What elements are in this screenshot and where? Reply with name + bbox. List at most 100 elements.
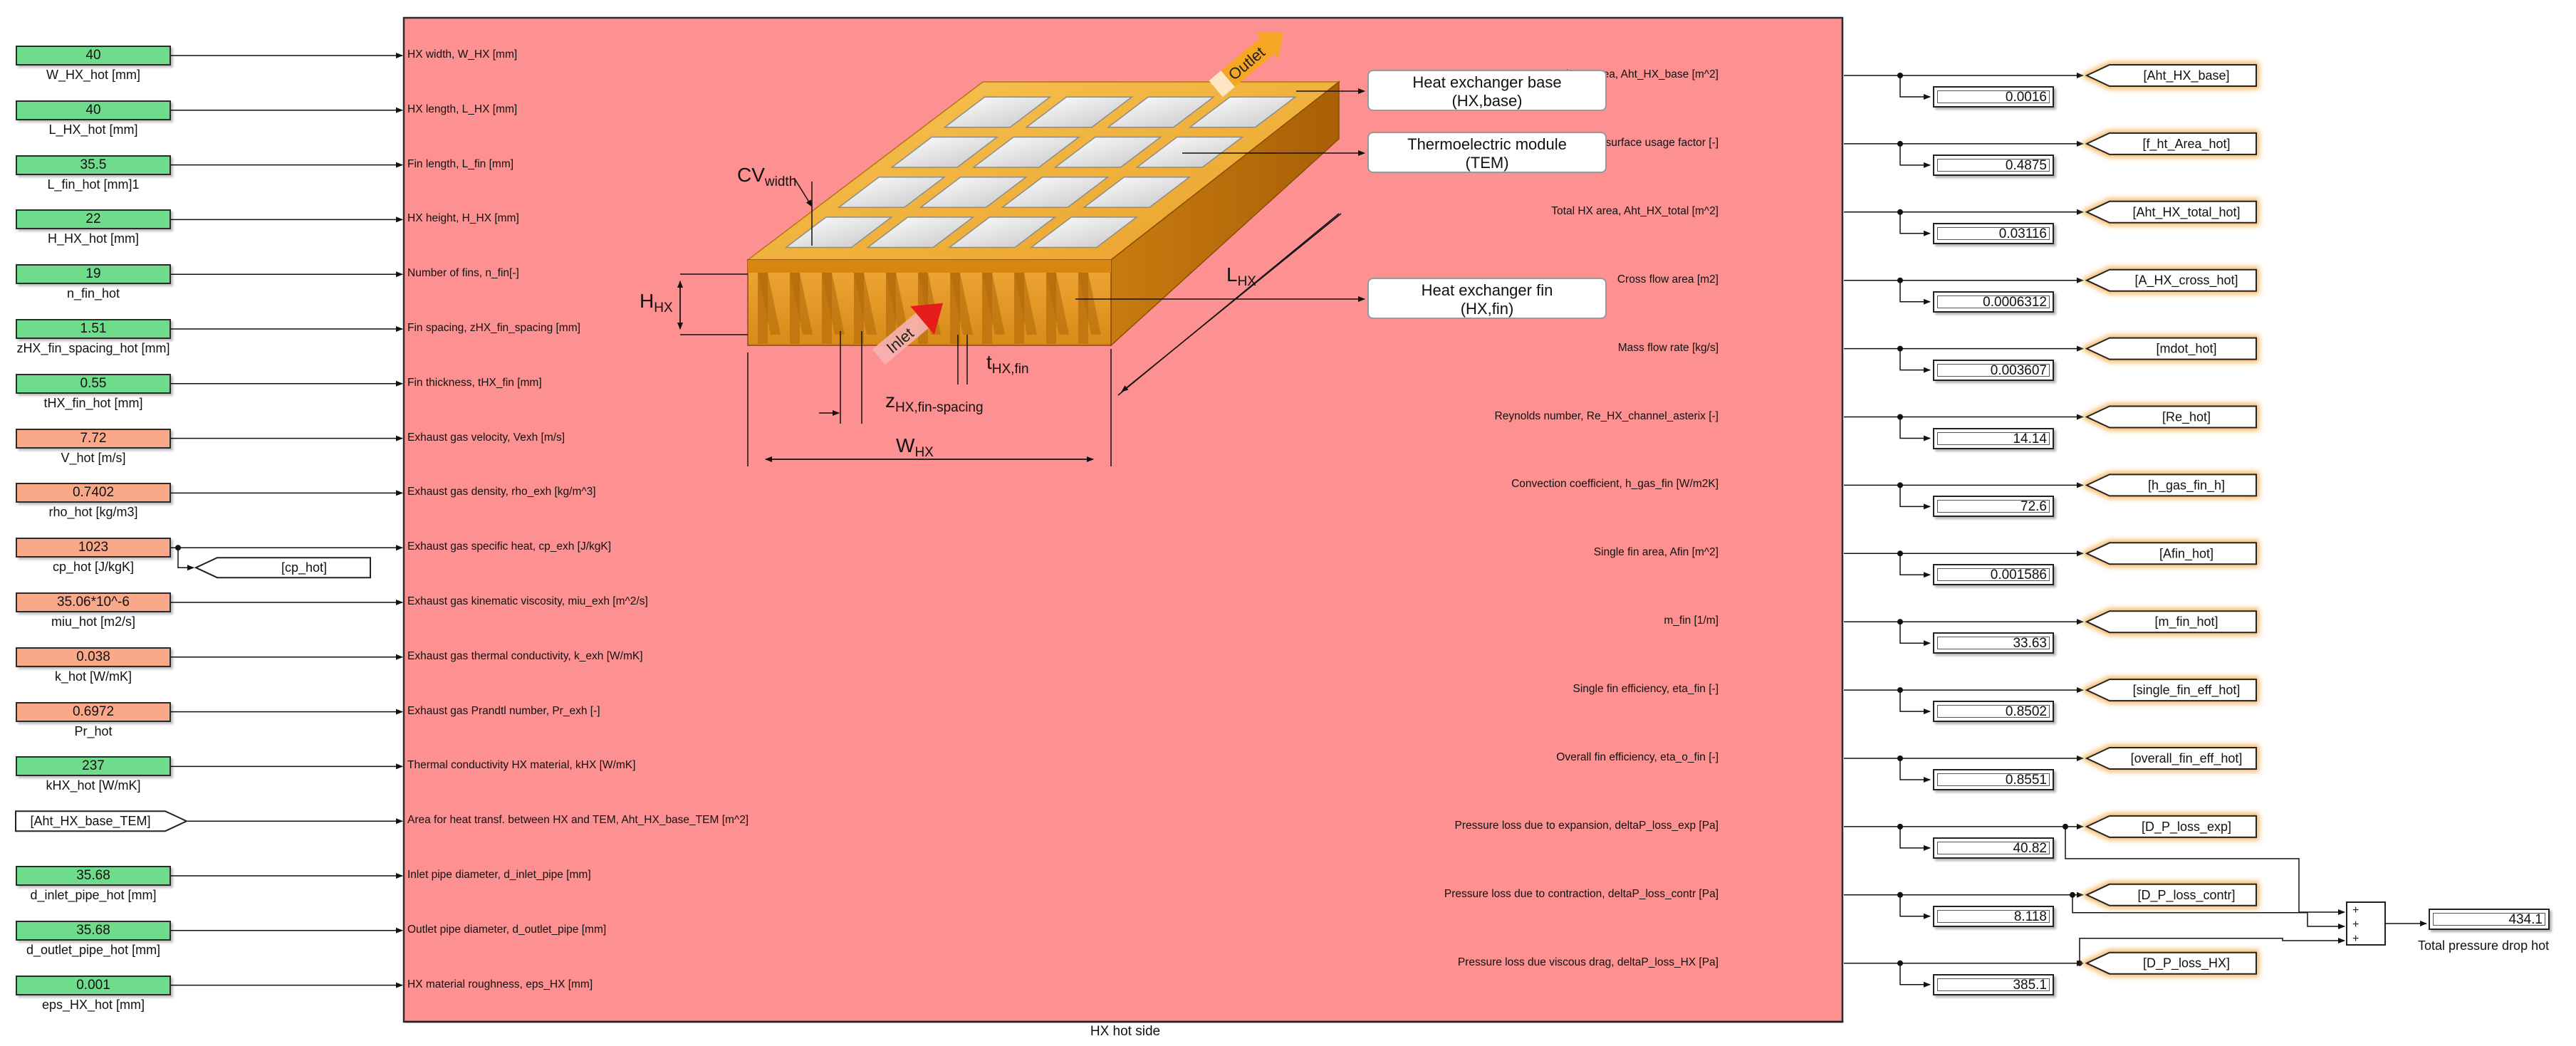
input-port-12: Exhaust gas Prandtl number, Pr_exh [-] (407, 704, 600, 717)
constant-block-3[interactable]: 22 (16, 209, 171, 230)
goto-tag-label-3: [A_HX_cross_hot] (2134, 273, 2238, 288)
constant-block-6[interactable]: 0.55 (16, 373, 171, 394)
goto-tag-cp-hot[interactable]: [cp_hot] (194, 557, 371, 579)
constant-block-0[interactable]: 40 (16, 46, 171, 66)
display-block-6: 72.6 (1933, 496, 2054, 518)
display-value-10: 0.8551 (2005, 773, 2047, 788)
constant-block-9[interactable]: 1023 (16, 538, 171, 558)
constant-block-10[interactable]: 35.06*10^-6 (16, 592, 171, 612)
goto-tag-9[interactable]: [single_fin_eff_hot] (2080, 676, 2259, 704)
total-pressure-drop-label: Total pressure drop hot (2418, 938, 2550, 953)
display-value-0: 0.0016 (2005, 90, 2047, 105)
display-block-3: 0.0006312 (1933, 291, 2054, 313)
display-value-7: 0.001586 (1990, 568, 2047, 583)
display-value-3: 0.0006312 (1983, 294, 2047, 310)
constant-block-7[interactable]: 7.72 (16, 428, 171, 449)
callout-hx-fin-line2: (HX,fin) (1460, 300, 1514, 318)
display-value-2: 0.03116 (1998, 226, 2047, 241)
goto-tag-label-8: [m_fin_hot] (2154, 614, 2218, 629)
constant-block-13[interactable]: 237 (16, 756, 171, 777)
constant-label-16: d_outlet_pipe_hot [mm] (26, 942, 161, 957)
dim-t-hx-fin: tHX,fin (986, 351, 1029, 377)
display-block-12: 8.118 (1933, 905, 2054, 927)
constant-block-5[interactable]: 1.51 (16, 319, 171, 339)
input-port-3: HX height, H_HX [mm] (407, 212, 519, 225)
display-block-7: 0.001586 (1933, 564, 2054, 586)
input-port-11: Exhaust gas thermal conductivity, k_exh … (407, 649, 643, 662)
constant-block-2[interactable]: 35.5 (16, 155, 171, 175)
constant-label-7: V_hot [m/s] (61, 450, 126, 465)
goto-tag-label-12: [D_P_loss_contr] (2137, 888, 2235, 903)
goto-tag-8[interactable]: [m_fin_hot] (2080, 608, 2259, 635)
goto-tag-label-4: [mdot_hot] (2156, 342, 2216, 357)
input-port-13: Thermal conductivity HX material, kHX [W… (407, 759, 636, 772)
goto-tag-2[interactable]: [Aht_HX_total_hot] (2080, 199, 2259, 226)
constant-label-12: Pr_hot (74, 723, 113, 738)
callout-hx-base-line1: Heat exchanger base (1412, 73, 1562, 91)
heat-exchanger-illustration: Inlet Outlet C (640, 32, 1365, 466)
goto-tag-label-1: [f_ht_Area_hot] (2142, 137, 2230, 152)
goto-tag-7[interactable]: [Afin_hot] (2080, 540, 2259, 567)
goto-tag-6[interactable]: [h_gas_fin_h] (2080, 471, 2259, 498)
goto-tag-10[interactable]: [overall_fin_eff_hot] (2080, 745, 2259, 772)
constant-block-1[interactable]: 40 (16, 100, 171, 120)
constant-label-4: n_fin_hot (66, 286, 120, 301)
display-block-0: 0.0016 (1933, 86, 2054, 108)
input-port-4: Number of fins, n_fin[-] (407, 267, 519, 280)
output-port-7: Single fin area, Afin [m^2] (1593, 546, 1719, 559)
constant-label-6: tHX_fin_hot [mm] (43, 395, 143, 410)
display-value-6: 72.6 (2020, 499, 2047, 515)
sum-sign-3: + (2352, 933, 2359, 945)
total-pressure-drop-display: 434.1 (2429, 909, 2550, 930)
input-port-16: Outlet pipe diameter, d_outlet_pipe [mm] (407, 923, 607, 936)
from-tag-aht-hx-base-tem[interactable]: [Aht_HX_base_TEM] (15, 810, 189, 832)
input-port-2: Fin length, L_fin [mm] (407, 157, 514, 170)
output-port-5: Reynolds number, Re_HX_channel_asterix [… (1494, 409, 1719, 422)
input-port-10: Exhaust gas kinematic viscosity, miu_exh… (407, 595, 648, 607)
constant-block-16[interactable]: 35.68 (16, 920, 171, 941)
input-port-8: Exhaust gas density, rho_exh [kg/m^3] (407, 486, 596, 498)
constant-block-8[interactable]: 0.7402 (16, 483, 171, 503)
constant-block-4[interactable]: 19 (16, 264, 171, 285)
goto-tag-label-10: [overall_fin_eff_hot] (2131, 751, 2243, 766)
input-port-6: Fin thickness, tHX_fin [mm] (407, 376, 542, 389)
sum-sign-2: + (2352, 919, 2359, 931)
subsystem-title: HX hot side (1090, 1024, 1161, 1039)
output-port-12: Pressure loss due to contraction, deltaP… (1444, 887, 1719, 900)
goto-tag-label-5: [Re_hot] (2162, 410, 2211, 425)
goto-tag-4[interactable]: [mdot_hot] (2080, 335, 2259, 362)
dim-w-hx: WHX (896, 434, 934, 460)
goto-tag-label-2: [Aht_HX_total_hot] (2132, 205, 2240, 220)
constant-label-8: rho_hot [kg/m3] (48, 505, 138, 520)
sum-block[interactable]: + + + (2346, 901, 2386, 946)
display-value-1: 0.4875 (2005, 157, 2047, 173)
goto-tag-1[interactable]: [f_ht_Area_hot] (2080, 130, 2259, 157)
output-port-2: Total HX area, Aht_HX_total [m^2] (1551, 204, 1719, 217)
goto-tag-0[interactable]: [Aht_HX_base] (2080, 62, 2259, 89)
callout-hx-base-line2: (HX,base) (1451, 92, 1523, 110)
display-block-8: 33.63 (1933, 632, 2054, 654)
goto-tag-3[interactable]: [A_HX_cross_hot] (2080, 267, 2259, 294)
total-pressure-drop-value: 434.1 (2508, 912, 2543, 927)
signal-lines (171, 53, 2427, 988)
input-port-17: HX material roughness, eps_HX [mm] (407, 978, 593, 990)
constant-label-2: L_fin_hot [mm]1 (47, 177, 140, 192)
goto-tag-11[interactable]: [D_P_loss_exp] (2080, 813, 2259, 840)
constant-block-11[interactable]: 0.038 (16, 647, 171, 667)
display-value-13: 385.1 (2013, 977, 2047, 993)
input-port-7: Exhaust gas velocity, Vexh [m/s] (407, 431, 565, 444)
goto-tag-5[interactable]: [Re_hot] (2080, 404, 2259, 430)
goto-tag-12[interactable]: [D_P_loss_contr] (2080, 882, 2259, 909)
display-value-12: 8.118 (2013, 909, 2047, 924)
constant-block-17[interactable]: 0.001 (16, 975, 171, 995)
constant-block-15[interactable]: 35.68 (16, 866, 171, 886)
goto-tag-label-11: [D_P_loss_exp] (2142, 820, 2231, 835)
callout-hx-base: Heat exchanger base (HX,base) (1367, 70, 1607, 111)
goto-tag-13[interactable]: [D_P_loss_HX] (2080, 950, 2259, 977)
goto-tag-cp-label: [cp_hot] (281, 560, 327, 575)
constant-label-5: zHX_fin_spacing_hot [mm] (16, 341, 170, 355)
display-block-11: 40.82 (1933, 837, 2054, 859)
constant-label-0: W_HX_hot [mm] (46, 68, 141, 82)
constant-block-12[interactable]: 0.6972 (16, 701, 171, 722)
input-port-15: Inlet pipe diameter, d_inlet_pipe [mm] (407, 869, 591, 881)
